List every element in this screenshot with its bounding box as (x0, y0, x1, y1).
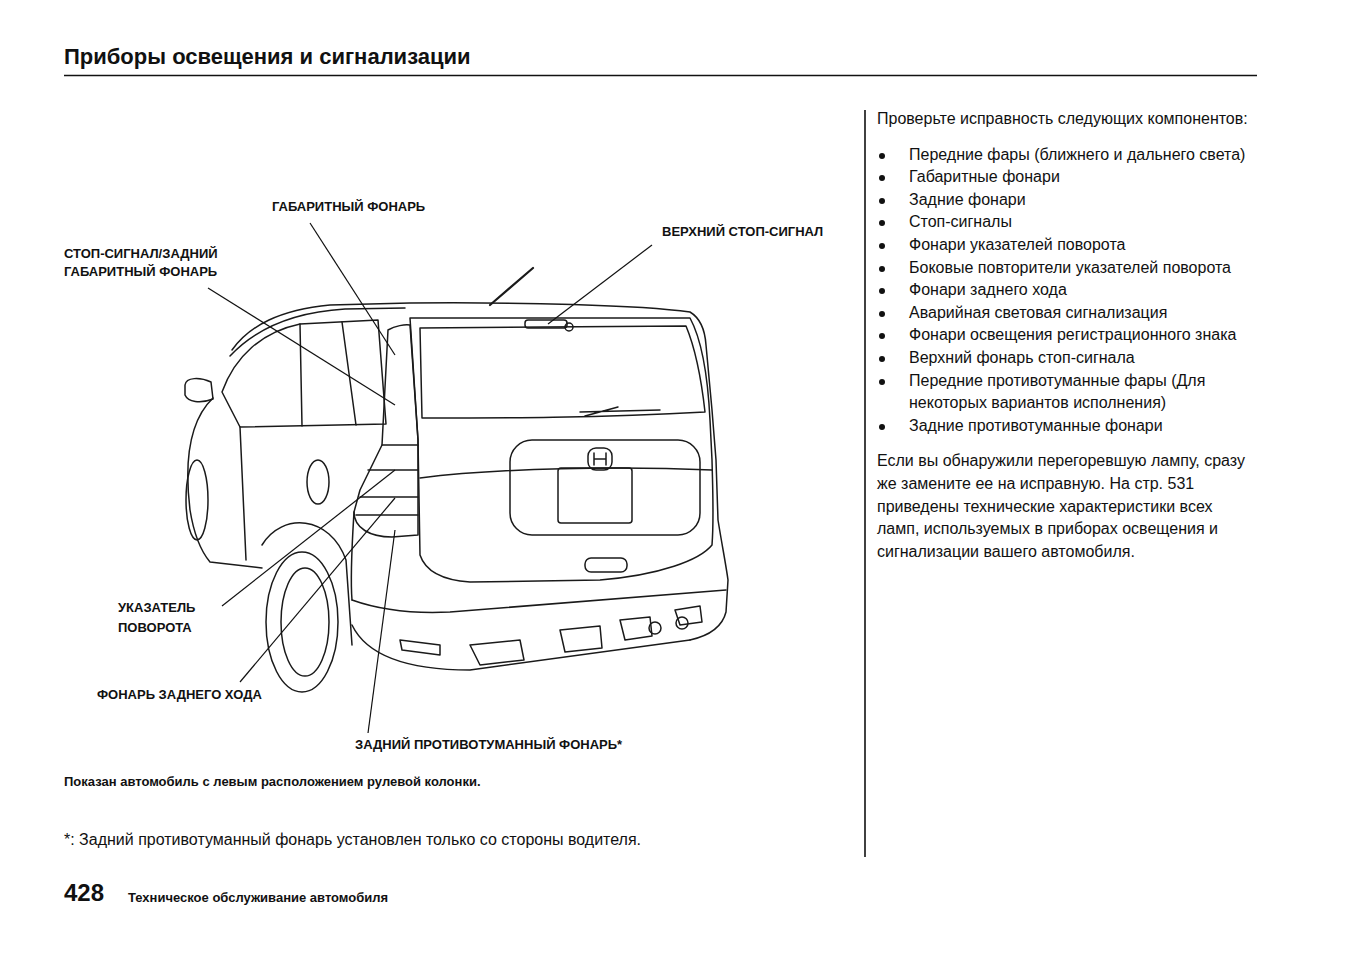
antenna (490, 268, 533, 305)
bullet-dot (879, 311, 885, 317)
tailgate (410, 318, 713, 582)
leader-line (368, 530, 395, 733)
figure-caption: Показан автомобиль с левым расположением… (64, 773, 481, 790)
body-side (188, 398, 262, 568)
page-number: 428 (64, 879, 104, 907)
leader-line (548, 245, 652, 324)
tailgate-handle (585, 558, 627, 572)
bullet-item: Передние фары (ближнего и дальнего света… (877, 144, 1249, 167)
bullet-dot (879, 356, 885, 362)
title-rule (64, 75, 1257, 77)
diffuser (470, 606, 702, 665)
quarter-panel (351, 512, 354, 600)
bullet-item: Аварийная световая сигнализация (877, 302, 1249, 325)
upper-brake-light (525, 320, 567, 328)
rear-tyre (266, 552, 338, 692)
rear-wiper (580, 407, 660, 416)
bullet-item: Фонари заднего хода (877, 279, 1249, 302)
callout-label: ФОНАРЬ ЗАДНЕГО ХОДА (97, 686, 262, 704)
bumper-reflector (400, 640, 440, 655)
washer-nozzle (565, 323, 573, 331)
bullet-item: Верхний фонарь стоп-сигнала (877, 347, 1249, 370)
front-wheel (186, 460, 208, 540)
bullet-text: Аварийная световая сигнализация (909, 302, 1249, 325)
page-title: Приборы освещения и сигнализации (64, 44, 471, 70)
rear-glass (420, 326, 705, 418)
footnote: *: Задний противотуманный фонарь установ… (64, 830, 641, 850)
leader-line (310, 223, 395, 355)
callout-label: УКАЗАТЕЛЬ ПОВОРОТА (118, 598, 228, 638)
callout-label: ВЕРХНИЙ СТОП-СИГНАЛ (662, 223, 823, 241)
plate-recess (510, 440, 700, 535)
car-drawing (185, 268, 728, 692)
bullet-dot (879, 424, 885, 430)
bullet-text: Задние противотуманные фонари (909, 415, 1249, 438)
bullet-text: Габаритные фонари (909, 166, 1249, 189)
emblem-mark (594, 453, 606, 465)
callout-label: СТОП-СИГНАЛ/ЗАДНИЙ ГАБАРИТНЫЙ ФОНАРЬ (64, 245, 249, 281)
emblem (588, 448, 612, 470)
intro-text: Проверьте исправность следующих компонен… (877, 108, 1249, 131)
body-paragraph: Если вы обнаружили перегоревшую лампу, с… (877, 450, 1249, 563)
bullet-dot (879, 243, 885, 249)
bullet-text: Стоп-сигналы (909, 211, 1249, 234)
bullet-text: Фонари заднего хода (909, 279, 1249, 302)
side-windows (222, 320, 386, 427)
bullet-dot (879, 175, 885, 181)
tail-light-segments (356, 445, 418, 515)
leader-line (208, 288, 395, 405)
text-column: Проверьте исправность следующих компонен… (877, 108, 1249, 563)
bullet-dot (879, 379, 885, 385)
bumper-top (352, 590, 726, 613)
running-footer: Техническое обслуживание автомобиля (128, 890, 388, 906)
fuel-door (307, 460, 329, 504)
bullet-dot (879, 198, 885, 204)
bullet-item: Передние противотуманные фары (Для некот… (877, 370, 1249, 415)
column-rule (864, 110, 866, 857)
callout-label: ЗАДНИЙ ПРОТИВОТУМАННЫЙ ФОНАРЬ* (355, 736, 622, 754)
body-outline (232, 303, 728, 640)
exhaust (676, 617, 688, 629)
leader-lines (208, 223, 652, 733)
bullet-text: Передние противотуманные фары (Для некот… (909, 370, 1249, 415)
bullet-text: Фонари указателей поворота (909, 234, 1249, 257)
bullet-item: Габаритные фонари (877, 166, 1249, 189)
bullet-text: Задние фонари (909, 189, 1249, 212)
bullet-dot (879, 153, 885, 159)
bullet-item: Стоп-сигналы (877, 211, 1249, 234)
bullet-text: Передние фары (ближнего и дальнего света… (909, 144, 1249, 167)
leader-line (240, 498, 395, 682)
tailgate-crease (420, 468, 712, 478)
bullet-dot (879, 333, 885, 339)
bullet-item: Фонари указателей поворота (877, 234, 1249, 257)
bullet-item: Задние фонари (877, 189, 1249, 212)
window-pillars (300, 322, 356, 426)
leader-line (222, 470, 395, 606)
bullet-dot (879, 220, 885, 226)
bullet-item: Фонари освещения регистрационного знака (877, 324, 1249, 347)
door-line (240, 427, 246, 560)
mirror (185, 379, 213, 402)
bullet-text: Боковые повторители указателей поворота (909, 257, 1249, 280)
bullet-dot (879, 288, 885, 294)
bullet-dot (879, 266, 885, 272)
bullet-item: Задние противотуманные фонари (877, 415, 1249, 438)
license-plate (558, 468, 632, 523)
bullet-item: Боковые повторители указателей поворота (877, 257, 1249, 280)
bullet-text: Фонари освещения регистрационного знака (909, 324, 1249, 347)
callout-label: ГАБАРИТНЫЙ ФОНАРЬ (272, 198, 425, 216)
tail-light (354, 325, 418, 537)
bullet-text: Верхний фонарь стоп-сигнала (909, 347, 1249, 370)
exhaust (649, 622, 661, 634)
